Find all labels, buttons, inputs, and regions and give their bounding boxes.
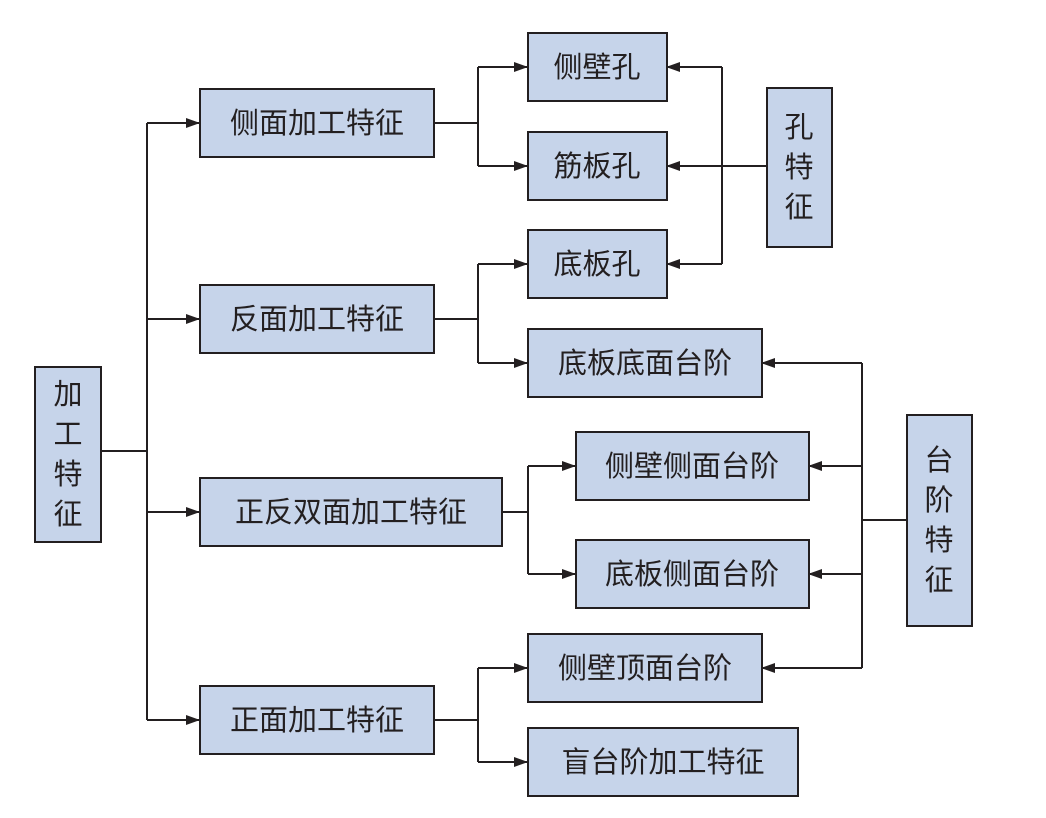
leaf-side-wall-top-step: 侧壁顶面台阶 <box>527 633 763 703</box>
branch-label: 正面加工特征 <box>230 703 404 737</box>
leaf-bottom-plate-hole: 底板孔 <box>527 229 668 299</box>
leaf-label: 盲台阶加工特征 <box>561 745 764 779</box>
branch-double-machining: 正反双面加工特征 <box>199 477 503 547</box>
hole-feature-link <box>721 67 767 264</box>
branch-label: 正反双面加工特征 <box>235 495 467 529</box>
back-machining-link <box>434 264 479 363</box>
category-hole-feature: 孔 特 征 <box>766 87 833 248</box>
leaf-label: 底板侧面台阶 <box>605 557 779 591</box>
step-feature-link <box>861 363 907 668</box>
step-char-3: 特 <box>924 523 953 557</box>
category-step-feature: 台 阶 特 征 <box>906 414 973 627</box>
leaf-side-wall-hole: 侧壁孔 <box>527 32 668 102</box>
leaf-rib-hole: 筋板孔 <box>527 131 668 201</box>
root-char-3: 特 <box>53 457 82 491</box>
step-char-1: 台 <box>924 443 953 477</box>
root-char-1: 加 <box>53 377 82 411</box>
front-machining-link <box>434 668 479 762</box>
connector-lines <box>101 62 907 767</box>
leaf-bottom-plate-side-step: 底板侧面台阶 <box>575 539 810 609</box>
leaf-label: 底板底面台阶 <box>558 346 732 380</box>
hole-char-1: 孔 <box>784 110 813 144</box>
leaf-side-wall-side-step: 侧壁侧面台阶 <box>575 431 810 501</box>
hole-char-2: 特 <box>784 150 813 184</box>
leaf-label: 侧壁孔 <box>553 50 640 84</box>
hole-char-3: 征 <box>784 190 813 224</box>
branch-front-machining: 正面加工特征 <box>199 685 435 755</box>
branch-back-machining: 反面加工特征 <box>199 284 435 354</box>
root-char-2: 工 <box>53 417 82 451</box>
leaf-bottom-plate-bottom-step: 底板底面台阶 <box>527 328 763 398</box>
leaf-label: 筋板孔 <box>553 149 640 183</box>
branch-label: 反面加工特征 <box>230 302 404 336</box>
branch-side-machining: 侧面加工特征 <box>199 88 435 158</box>
root-char-4: 征 <box>53 497 82 531</box>
branch-label: 侧面加工特征 <box>230 106 404 140</box>
step-char-4: 征 <box>924 563 953 597</box>
leaf-blind-step: 盲台阶加工特征 <box>527 727 799 797</box>
leaf-label: 侧壁侧面台阶 <box>605 449 779 483</box>
leaf-label: 底板孔 <box>553 247 640 281</box>
double-machining-link <box>502 466 529 574</box>
leaf-label: 侧壁顶面台阶 <box>558 651 732 685</box>
root-node: 加 工 特 征 <box>34 366 102 543</box>
side-machining-link <box>434 67 479 166</box>
step-char-2: 阶 <box>924 483 953 517</box>
